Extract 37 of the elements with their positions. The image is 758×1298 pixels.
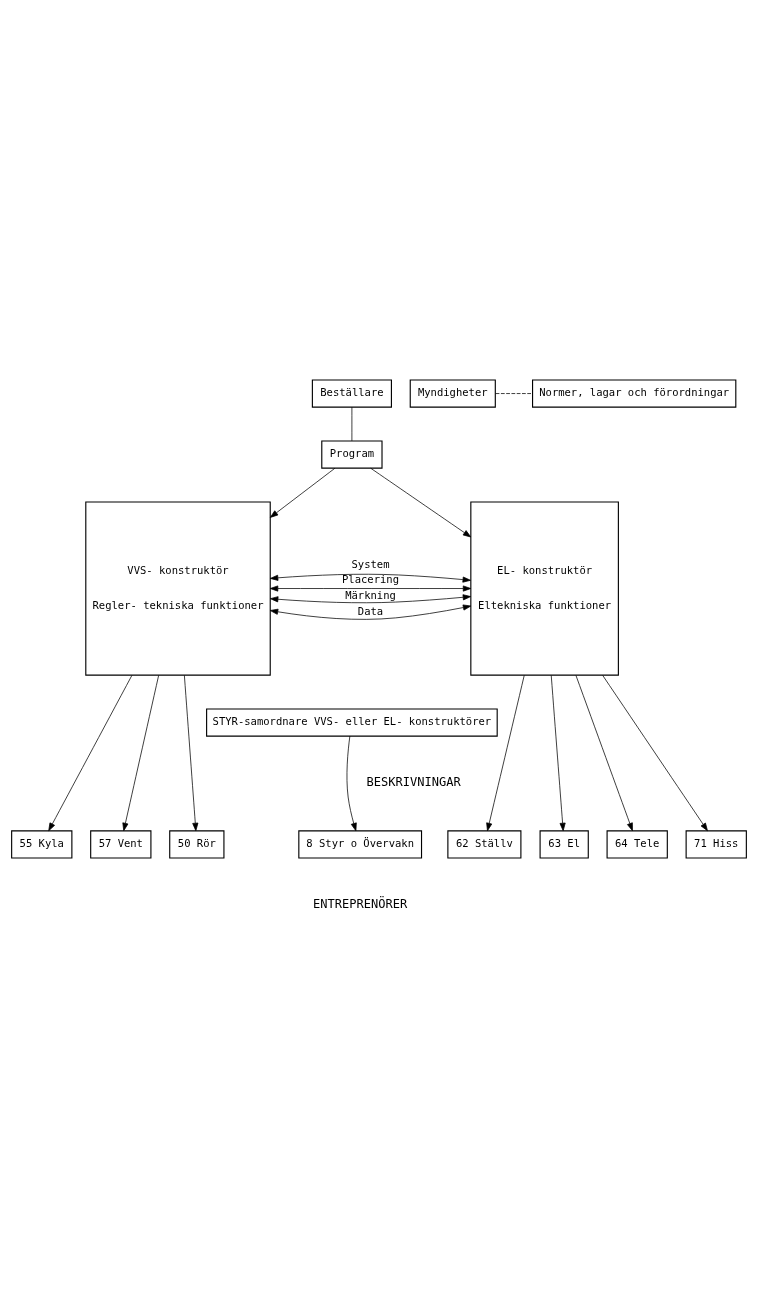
node-box: 71 Hiss [685,829,747,859]
arrow [269,573,471,583]
edge-label: Data [357,604,384,617]
label: BESKRIVNINGAR [366,774,461,789]
node-box: 55 Kyla [11,829,73,859]
edge-label: Märkning [345,588,396,601]
node-box: 8 Styr o Övervakn [298,829,423,859]
node-box: Myndigheter [409,378,496,408]
node-box: EL- konstruktör Eltekniska funktioner [470,500,619,676]
arrow [122,674,159,831]
arrow [346,735,357,831]
arrow [370,467,472,537]
arrow [602,674,708,831]
connector [495,392,533,394]
arrow [550,674,566,831]
connector [351,406,353,441]
arrow [486,674,525,831]
node-box: 63 El [539,829,589,859]
arrow [575,674,633,831]
arrow [270,593,472,603]
node-box: 64 Tele [606,829,668,859]
arrow [269,585,472,592]
edge-label: System [351,557,390,570]
node-box: 50 Rör [169,829,225,859]
node-box: VVS- konstruktör Regler- tekniska funktioner [85,500,271,676]
node-box: Normer, lagar och förordningar [532,378,737,408]
node-box: Beställare [311,378,392,408]
node-box: STYR-samordnare VVS- eller EL- konstruktörer [206,707,498,737]
label: ENTREPRENÖRER [313,896,408,911]
node-box: Program [321,439,383,469]
node-box: 62 Ställv [447,829,522,859]
arrow [269,467,336,518]
arrow [48,674,133,831]
node-box: 57 Vent [90,829,152,859]
arrow [269,604,472,620]
edge-label: Placering [342,572,400,585]
arrow [184,674,199,831]
